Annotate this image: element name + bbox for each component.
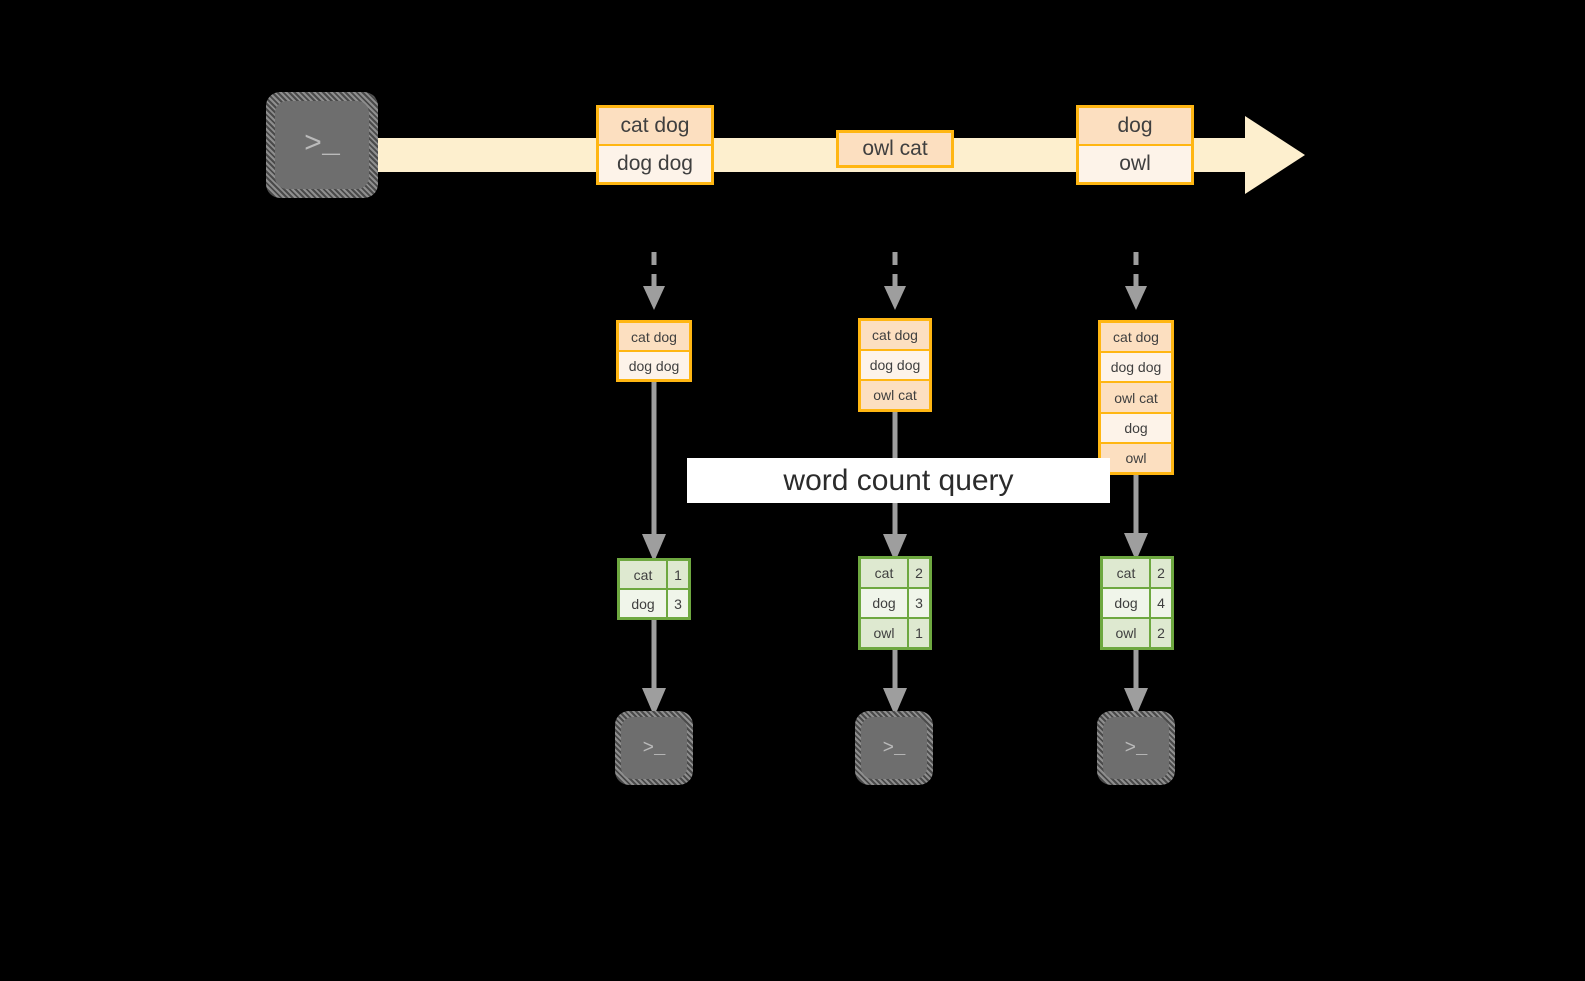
result-row: dog 3 [620,590,688,617]
dashed-flow-arrow-column-3 [1125,252,1147,310]
sink-terminal-icon-column-2: >_ [861,717,927,779]
stream-batch-line: owl [1079,146,1191,182]
result-word: cat [620,561,668,588]
result-table-column-3: cat 2 dog 4 owl 2 [1100,556,1174,650]
query-flow-arrow-column-1 [642,382,666,562]
stream-batch-line: cat dog [599,108,711,146]
terminal-prompt-glyph: >_ [303,128,340,162]
result-table-column-2: cat 2 dog 3 owl 1 [858,556,932,650]
result-count: 2 [1151,559,1171,587]
result-count: 3 [909,589,929,617]
sink-terminal-icon-column-1: >_ [621,717,687,779]
result-count: 1 [668,561,688,588]
sink-terminal-icon-column-3: >_ [1103,717,1169,779]
result-word: owl [861,619,909,647]
result-row: owl 1 [861,619,929,647]
stream-batch-line: dog [1079,108,1191,146]
result-row: dog 3 [861,589,929,619]
accumulated-line: dog dog [1101,353,1171,384]
terminal-prompt-glyph: >_ [1124,736,1148,759]
result-word: dog [1103,589,1151,617]
accumulated-line: dog dog [619,352,689,379]
result-word: owl [1103,619,1151,647]
accumulated-line: cat dog [619,323,689,352]
stream-batch-1: cat dog dog dog [596,105,714,185]
result-word: dog [861,589,909,617]
result-count: 3 [668,590,688,617]
source-terminal-icon: >_ [275,101,369,189]
accumulated-line: cat dog [861,321,929,351]
result-row: cat 1 [620,561,688,590]
result-count: 4 [1151,589,1171,617]
result-count: 2 [909,559,929,587]
result-word: cat [861,559,909,587]
stream-batch-3: dog owl [1076,105,1194,185]
result-table-column-1: cat 1 dog 3 [617,558,691,620]
accumulated-line: owl cat [1101,383,1171,414]
dashed-flow-arrow-column-2 [884,252,906,310]
result-word: cat [1103,559,1151,587]
result-row: cat 2 [861,559,929,589]
result-row: cat 2 [1103,559,1171,589]
stream-arrow [360,116,1305,194]
accumulated-line: owl cat [861,381,929,409]
stream-batch-line: dog dog [599,146,711,182]
result-row: owl 2 [1103,619,1171,647]
result-row: dog 4 [1103,589,1171,619]
dashed-flow-arrow-column-1 [643,252,665,310]
accumulated-line: dog dog [861,351,929,381]
stream-batch-line: owl cat [839,133,951,165]
word-count-query-banner: word count query [687,458,1110,503]
word-count-query-label: word count query [783,463,1014,497]
sink-flow-arrow-column-1 [642,620,666,716]
accumulated-stack-column-1: cat dog dog dog [616,320,692,382]
result-count: 1 [909,619,929,647]
accumulated-stack-column-3: cat dog dog dog owl cat dog owl [1098,320,1174,475]
sink-flow-arrow-column-2 [883,650,907,716]
sink-flow-arrow-column-3 [1124,650,1148,716]
accumulated-stack-column-2: cat dog dog dog owl cat [858,318,932,412]
accumulated-line: owl [1101,443,1171,473]
accumulated-line: cat dog [1101,323,1171,354]
query-flow-arrow-column-3 [1124,475,1148,561]
stream-batch-2: owl cat [836,130,954,168]
result-word: dog [620,590,668,617]
result-count: 2 [1151,619,1171,647]
accumulated-line: dog [1101,413,1171,444]
terminal-prompt-glyph: >_ [882,736,906,759]
terminal-prompt-glyph: >_ [642,736,666,759]
